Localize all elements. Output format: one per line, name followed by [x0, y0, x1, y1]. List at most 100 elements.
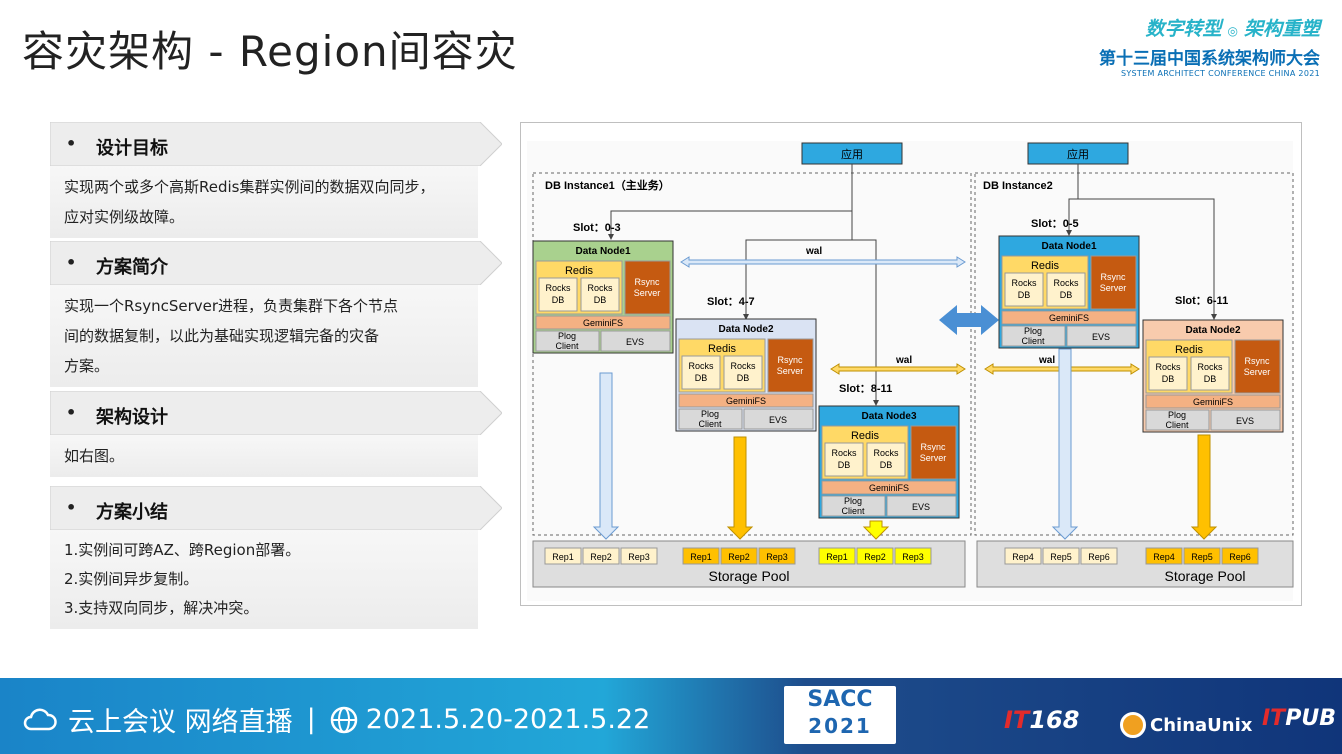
replica-box [720, 547, 758, 565]
svg-text:Server: Server [920, 453, 947, 463]
geminifs-box [535, 315, 671, 330]
slot-label: Slot：6-11 [1175, 295, 1228, 307]
plog-client-box [535, 330, 600, 352]
bidirectional-arrow [939, 305, 999, 335]
replica-label: Rep3 [902, 552, 924, 562]
globe-icon [330, 706, 357, 733]
slogan-left: 数字转型 [1145, 18, 1222, 40]
svg-text:DB: DB [695, 373, 708, 383]
svg-text:EVS: EVS [912, 502, 930, 512]
svg-text:DB: DB [737, 373, 750, 383]
instance1-label: DB Instance1（主业务） [545, 178, 670, 192]
section-header: • 架构设计 [50, 391, 502, 435]
svg-text:DB: DB [1060, 290, 1073, 300]
section-header: • 方案小结 [50, 486, 502, 530]
replica-label: Rep4 [1012, 552, 1034, 562]
section-line: 方案。 [64, 357, 110, 375]
replica-box [1221, 547, 1259, 565]
rocksdb-box [1148, 356, 1188, 391]
section-line: 间的数据复制，以此为基础实现逻辑完备的灾备 [64, 327, 380, 345]
chinaunix-dot-icon [1120, 712, 1146, 738]
section-header: • 方案简介 [50, 241, 502, 285]
svg-text:Rocks: Rocks [1197, 362, 1223, 372]
bullet: • [66, 498, 77, 517]
svg-text:EVS: EVS [769, 415, 787, 425]
rocksdb-box [1004, 272, 1044, 307]
storage-arrows [592, 348, 1218, 540]
footer-live-info: 云上会议 网络直播 | 2021.5.20-2021.5.22 [22, 700, 650, 739]
replica-label: Rep2 [590, 552, 612, 562]
section-heading: 方案简介 [96, 257, 168, 278]
data-node-n1: Data Node1RedisRocksDBRocksDBRsyncServer… [532, 240, 674, 354]
plog-client-box [1001, 325, 1066, 347]
section-line: 3.支持双向同步，解决冲突。 [64, 599, 259, 617]
rocksdb-box [681, 355, 721, 390]
itpub-logo: ITPUB [1262, 706, 1336, 731]
conference-name-en: SYSTEM ARCHITECT CONFERENCE CHINA 2021 [1120, 69, 1320, 78]
rsync-server-box [624, 260, 671, 315]
wal-arrow-mid: wal [830, 355, 966, 375]
data-nodes: Data Node1RedisRocksDBRocksDBRsyncServer… [532, 235, 1284, 519]
conference-name: 第十三届中国系统架构师大会 [1099, 49, 1320, 69]
svg-text:Server: Server [1244, 367, 1271, 377]
rocksdb-box [1190, 356, 1230, 391]
replica-label: Rep4 [1153, 552, 1175, 562]
replica-box [894, 547, 932, 565]
section-body: 1.实例间可跨AZ、跨Region部署。 2.实例间异步复制。 3.支持双向同步… [50, 530, 478, 629]
svg-text:Server: Server [634, 288, 661, 298]
evs-box [743, 408, 814, 430]
data-node-n2: Data Node2RedisRocksDBRocksDBRsyncServer… [675, 318, 817, 432]
svg-text:Storage Pool: Storage Pool [709, 568, 790, 584]
conference-slogan: 数字转型◎架构重塑 [1099, 14, 1320, 41]
svg-text:EVS: EVS [1236, 416, 1254, 426]
evs-box [1066, 325, 1137, 347]
section-body: 实现一个RsyncServer进程，负责集群下各个节点 间的数据复制，以此为基础… [50, 285, 478, 387]
svg-text:Rocks: Rocks [1011, 278, 1037, 288]
section-header: • 设计目标 [50, 122, 502, 166]
svg-text:EVS: EVS [626, 337, 644, 347]
svg-text:Storage Pool: Storage Pool [1165, 568, 1246, 584]
svg-text:Server: Server [777, 366, 804, 376]
slogan-sep-icon: ◎ [1227, 24, 1238, 38]
svg-text:Client: Client [1165, 420, 1189, 430]
svg-text:Rocks: Rocks [545, 283, 571, 293]
svg-text:EVS: EVS [1092, 332, 1110, 342]
replica-box [856, 547, 894, 565]
replica-label: Rep1 [826, 552, 848, 562]
svg-text:GeminiFS: GeminiFS [869, 483, 909, 493]
rocksdb-box [824, 442, 864, 477]
page-title: 容灾架构 - Region间容灾 [22, 27, 518, 76]
slot-label: Slot：0-5 [1031, 218, 1079, 230]
evs-box [1210, 409, 1281, 431]
footer-banner: 云上会议 网络直播 | 2021.5.20-2021.5.22 [0, 678, 1342, 754]
geminifs-box [1145, 394, 1281, 409]
node-title: Data Node1 [1041, 241, 1096, 252]
rsync-server-box [767, 338, 814, 393]
section-heading: 设计目标 [96, 138, 168, 159]
section-design-goal: • 设计目标 实现两个或多个高斯Redis集群实例间的数据双向同步， 应对实例级… [50, 122, 502, 238]
slot-label: Slot：4-7 [707, 296, 755, 308]
section-header-arrow [50, 241, 502, 285]
replica-box [818, 547, 856, 565]
rocksdb-box [723, 355, 763, 390]
replica-box [1080, 547, 1118, 565]
svg-text:Server: Server [1100, 283, 1127, 293]
section-line: 2.实例间异步复制。 [64, 570, 199, 588]
node-title: Data Node2 [718, 324, 773, 335]
section-line: 实现两个或多个高斯Redis集群实例间的数据双向同步， [64, 178, 435, 196]
svg-text:GeminiFS: GeminiFS [726, 396, 766, 406]
section-line: 1.实例间可跨AZ、跨Region部署。 [64, 541, 301, 559]
svg-text:GeminiFS: GeminiFS [1193, 397, 1233, 407]
instance2-label: DB Instance2 [983, 180, 1053, 192]
replica-label: Rep1 [552, 552, 574, 562]
bullet: • [66, 253, 77, 272]
rsync-server-box [910, 425, 957, 480]
section-heading: 架构设计 [96, 407, 168, 428]
svg-text:DB: DB [552, 295, 565, 305]
svg-text:Rocks: Rocks [730, 361, 756, 371]
replica-label: Rep5 [1050, 552, 1072, 562]
slot-label: Slot：0-3 [573, 222, 621, 234]
replica-box [582, 547, 620, 565]
svg-text:Rocks: Rocks [1155, 362, 1181, 372]
